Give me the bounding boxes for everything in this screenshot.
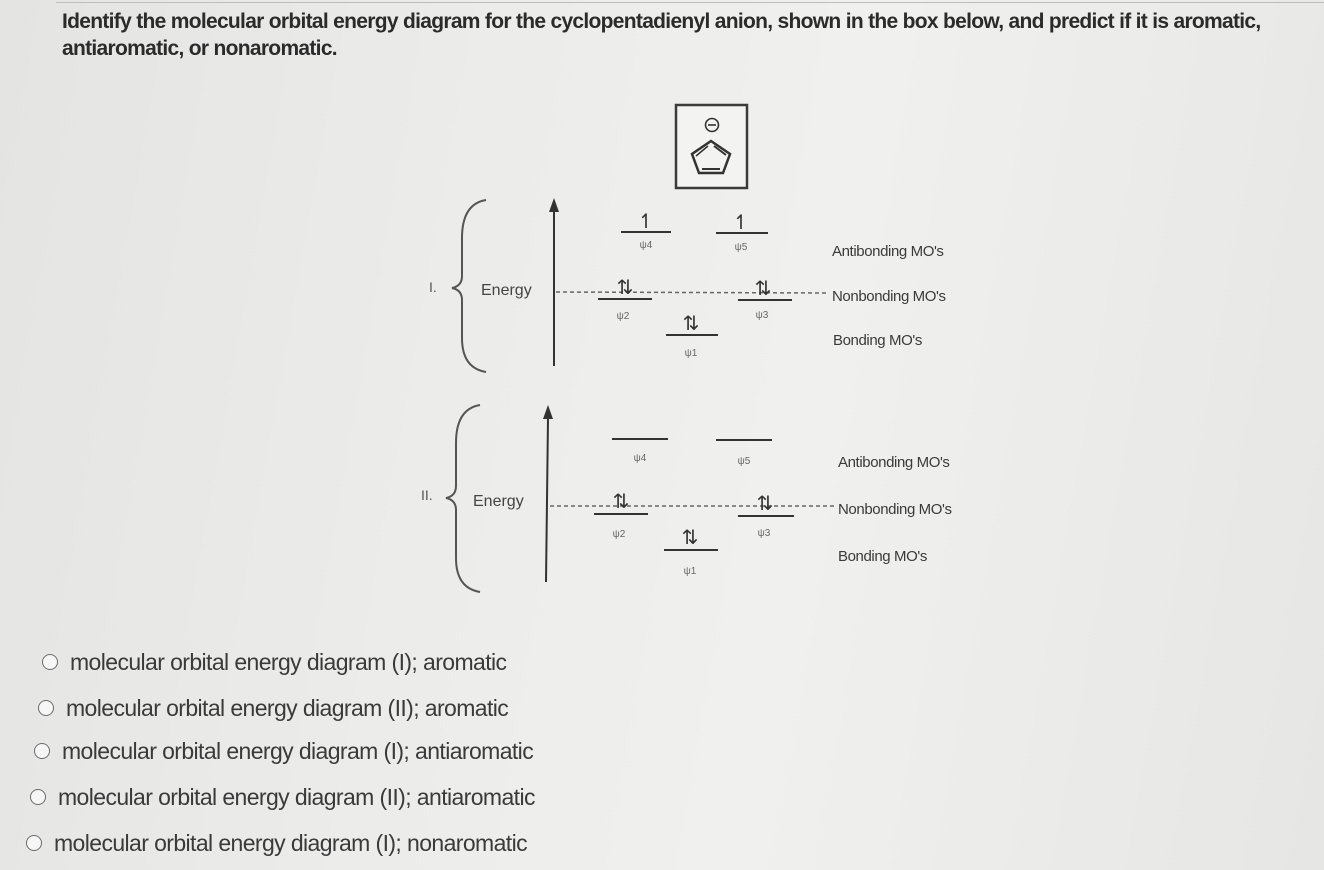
diagram-ii-psi3-electrons: ⇅ <box>757 493 774 515</box>
diagram-i-axis-arrow <box>549 198 559 212</box>
mo-diagrams: I. Energy ↿ ψ4 ↿ ψ5 ⇅ ψ2 ⇅ ψ3 ⇅ ψ1 Antib… <box>421 103 952 593</box>
diagram-i-bonding-label: Bonding MO's <box>833 332 922 349</box>
diagram-ii-energy-label: Energy <box>473 493 524 510</box>
answer-option-4[interactable]: molecular orbital energy diagram (II); a… <box>30 782 535 812</box>
diagram-ii-nonbonding-label: Nonbonding MO's <box>838 501 952 518</box>
diagram-ii-brace <box>445 404 481 593</box>
diagram-i-antibonding-label: Antibonding MO's <box>832 243 944 260</box>
diagram-i-psi1-label: ψ1 <box>685 348 698 359</box>
diagram-ii-psi3-label: ψ3 <box>758 528 771 539</box>
diagram-i-psi5-electrons: ↿ <box>733 212 750 234</box>
structure-box <box>674 103 749 190</box>
question-text: Identify the molecular orbital energy di… <box>62 8 1317 62</box>
answer-option-label[interactable]: molecular orbital energy diagram (II); a… <box>66 694 509 721</box>
diagram-i-psi5-label: ψ5 <box>735 242 748 253</box>
top-divider <box>56 2 1324 3</box>
diagram-i-psi4-electrons: ↿ <box>638 211 655 233</box>
diagram-i-nonbonding-dashes <box>555 291 829 294</box>
diagram-ii-antibonding-label: Antibonding MO's <box>838 454 950 471</box>
answer-option-1[interactable]: molecular orbital energy diagram (I); ar… <box>42 647 507 677</box>
diagram-ii: II. Energy ψ4 ψ5 ⇅ ψ2 ⇅ ψ3 ⇅ ψ1 Antibond… <box>421 404 952 593</box>
diagram-ii-roman: II. <box>421 487 433 503</box>
answer-option-2[interactable]: molecular orbital energy diagram (II); a… <box>38 693 509 723</box>
diagram-i-psi3-label: ψ3 <box>756 310 769 321</box>
diagram-ii-energy-axis <box>545 417 549 583</box>
radio-button[interactable] <box>30 789 46 805</box>
diagram-ii-axis-arrow <box>543 405 553 419</box>
radio-button[interactable] <box>26 835 42 851</box>
radio-button[interactable] <box>38 700 54 716</box>
diagram-i: I. Energy ↿ ψ4 ↿ ψ5 ⇅ ψ2 ⇅ ψ3 ⇅ ψ1 Antib… <box>429 198 946 373</box>
radio-button[interactable] <box>34 743 50 759</box>
diagram-ii-psi1-electrons: ⇅ <box>682 527 699 549</box>
diagram-i-psi2-label: ψ2 <box>617 311 630 322</box>
diagram-i-roman: I. <box>429 279 437 295</box>
diagram-i-energy-label: Energy <box>481 282 532 299</box>
diagram-i-psi4-label: ψ4 <box>640 240 653 251</box>
diagram-i-psi3-electrons: ⇅ <box>755 278 772 300</box>
diagram-i-psi2-electrons: ⇅ <box>617 277 634 299</box>
answer-option-5[interactable]: molecular orbital energy diagram (I); no… <box>26 828 528 858</box>
diagram-i-brace <box>451 199 487 373</box>
cyclopentadienyl-ring <box>690 139 732 175</box>
answer-option-3[interactable]: molecular orbital energy diagram (I); an… <box>34 736 534 766</box>
question-line-1: Identify the molecular orbital energy di… <box>62 10 1261 33</box>
charge-circle <box>704 117 720 133</box>
diagram-i-psi1-electrons: ⇅ <box>683 313 700 335</box>
answer-option-label[interactable]: molecular orbital energy diagram (II); a… <box>58 783 535 810</box>
answer-option-label[interactable]: molecular orbital energy diagram (I); no… <box>54 829 528 856</box>
diagram-i-nonbonding-label: Nonbonding MO's <box>832 288 946 305</box>
diagram-ii-bonding-label: Bonding MO's <box>838 548 927 565</box>
question-line-2: antiaromatic, or nonaromatic. <box>62 37 338 60</box>
diagram-ii-psi5-label: ψ5 <box>738 456 751 467</box>
answer-option-label[interactable]: molecular orbital energy diagram (I); an… <box>62 737 534 764</box>
diagram-ii-psi2-electrons: ⇅ <box>613 491 630 513</box>
radio-button[interactable] <box>42 654 58 670</box>
diagram-ii-psi2-label: ψ2 <box>613 529 626 540</box>
diagram-ii-psi4-label: ψ4 <box>634 453 647 464</box>
diagram-ii-psi1-label: ψ1 <box>684 566 697 577</box>
answer-option-label[interactable]: molecular orbital energy diagram (I); ar… <box>70 648 507 675</box>
